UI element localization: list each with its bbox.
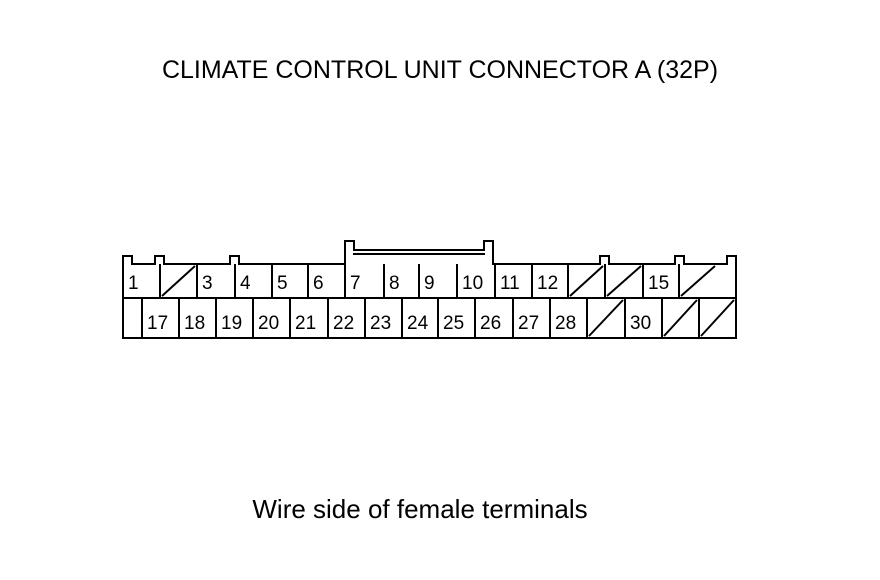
pin-label: 20	[258, 313, 279, 334]
pin-label: 7	[350, 273, 361, 294]
pin-label: 18	[184, 313, 205, 334]
pin-label: 27	[518, 313, 539, 334]
diagram-title: CLIMATE CONTROL UNIT CONNECTOR A (32P)	[161, 56, 719, 84]
unused-cavity-slash	[588, 299, 624, 337]
pin-label: 15	[648, 273, 669, 294]
unused-cavity-slash	[700, 299, 735, 337]
pin-label: 22	[333, 313, 354, 334]
pin-label: 11	[500, 273, 520, 294]
pin-label: 4	[240, 273, 251, 294]
connector-outline	[122, 240, 737, 339]
pin-label: 26	[480, 313, 501, 334]
unused-cavity-slash	[161, 265, 196, 297]
pin-label: 5	[277, 273, 288, 294]
pin-label: 1	[128, 273, 139, 294]
pin-label: 8	[389, 273, 400, 294]
diagram-caption: Wire side of female terminals	[252, 494, 588, 524]
pin-label: 3	[202, 273, 213, 294]
pin-label: 9	[424, 273, 435, 294]
pin-label: 21	[295, 313, 316, 334]
pin-label: 25	[443, 313, 464, 334]
unused-cavity-slash	[680, 265, 716, 297]
pin-label: 28	[555, 313, 576, 334]
unused-cavity-slash	[569, 265, 604, 297]
pin-label: 23	[370, 313, 391, 334]
pin-label: 10	[462, 273, 483, 294]
pin-label: 6	[313, 273, 324, 294]
unused-cavity-slash	[663, 299, 698, 337]
pin-label: 12	[537, 273, 558, 294]
pin-label: 24	[407, 313, 429, 334]
pin-label: 17	[147, 313, 168, 334]
pin-label: 19	[221, 313, 242, 334]
unused-cavity-slash	[606, 265, 642, 297]
pin-label: 30	[630, 313, 651, 334]
